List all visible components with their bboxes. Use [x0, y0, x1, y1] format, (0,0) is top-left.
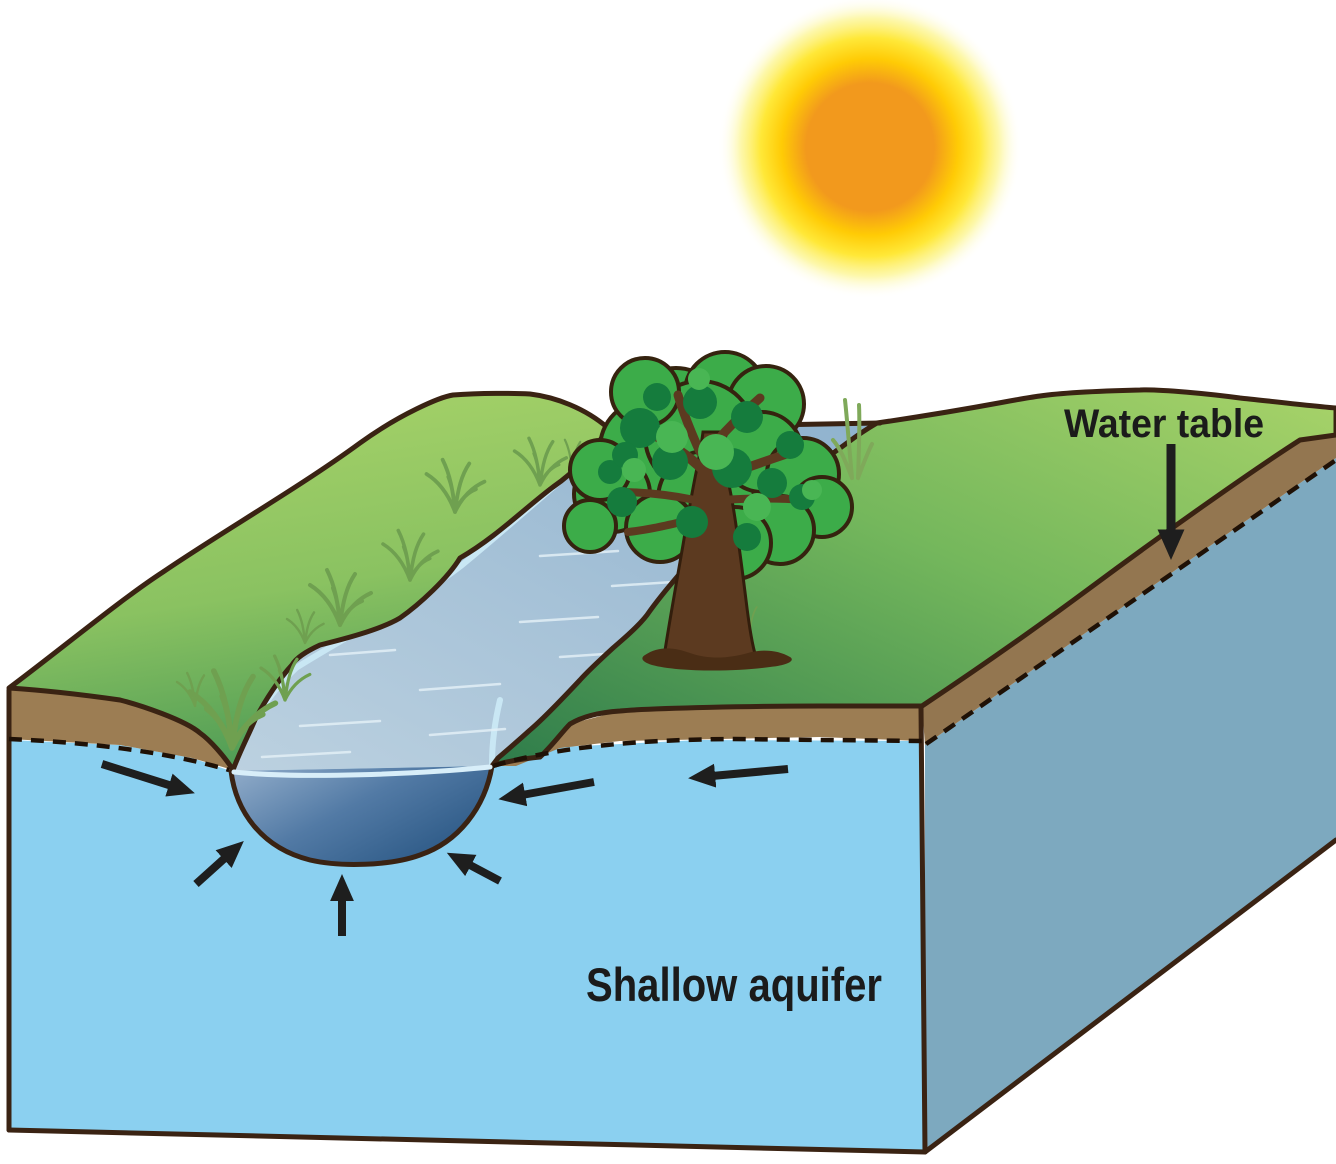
tree-foliage-highlight	[622, 368, 822, 521]
shallow-aquifer-label: Shallow aquifer	[586, 958, 882, 1011]
land-block	[6, 350, 1336, 1155]
flow-arrow-lower-right	[446, 852, 502, 885]
water-table-line-front-right	[492, 736, 923, 769]
water-table-line-front-left	[8, 736, 230, 773]
groundwater-flow-arrows	[100, 760, 789, 936]
block-bottom-edge	[6, 1127, 928, 1155]
aquifer-side-face	[925, 458, 1336, 1152]
water-table-label: Water table	[1064, 402, 1264, 446]
soil-layer-right-side	[922, 435, 1336, 745]
block-edges	[6, 687, 1336, 1155]
water-surface-line	[231, 764, 493, 778]
soil-layer-left	[9, 688, 233, 770]
tall-grass-blades	[831, 398, 874, 480]
block-cut-edge	[922, 837, 1336, 1155]
river-channel-cross-section	[231, 766, 492, 865]
soil-layer-right-front	[492, 706, 922, 766]
tree-foliage-shadow	[598, 383, 815, 551]
block-corner-edge	[918, 704, 928, 1155]
sun	[718, 0, 1022, 299]
river-channel-outline	[228, 763, 495, 867]
flow-arrow-far-right	[688, 763, 789, 788]
flow-arrow-lower-left	[193, 840, 244, 887]
tree-roots	[642, 648, 792, 671]
flow-arrow-right	[498, 778, 595, 807]
flow-arrow-left	[100, 760, 195, 797]
tree	[562, 350, 854, 671]
water-table-dashed-line	[8, 458, 1336, 773]
right-hill	[489, 387, 1336, 769]
water-table-line-side	[924, 458, 1336, 746]
